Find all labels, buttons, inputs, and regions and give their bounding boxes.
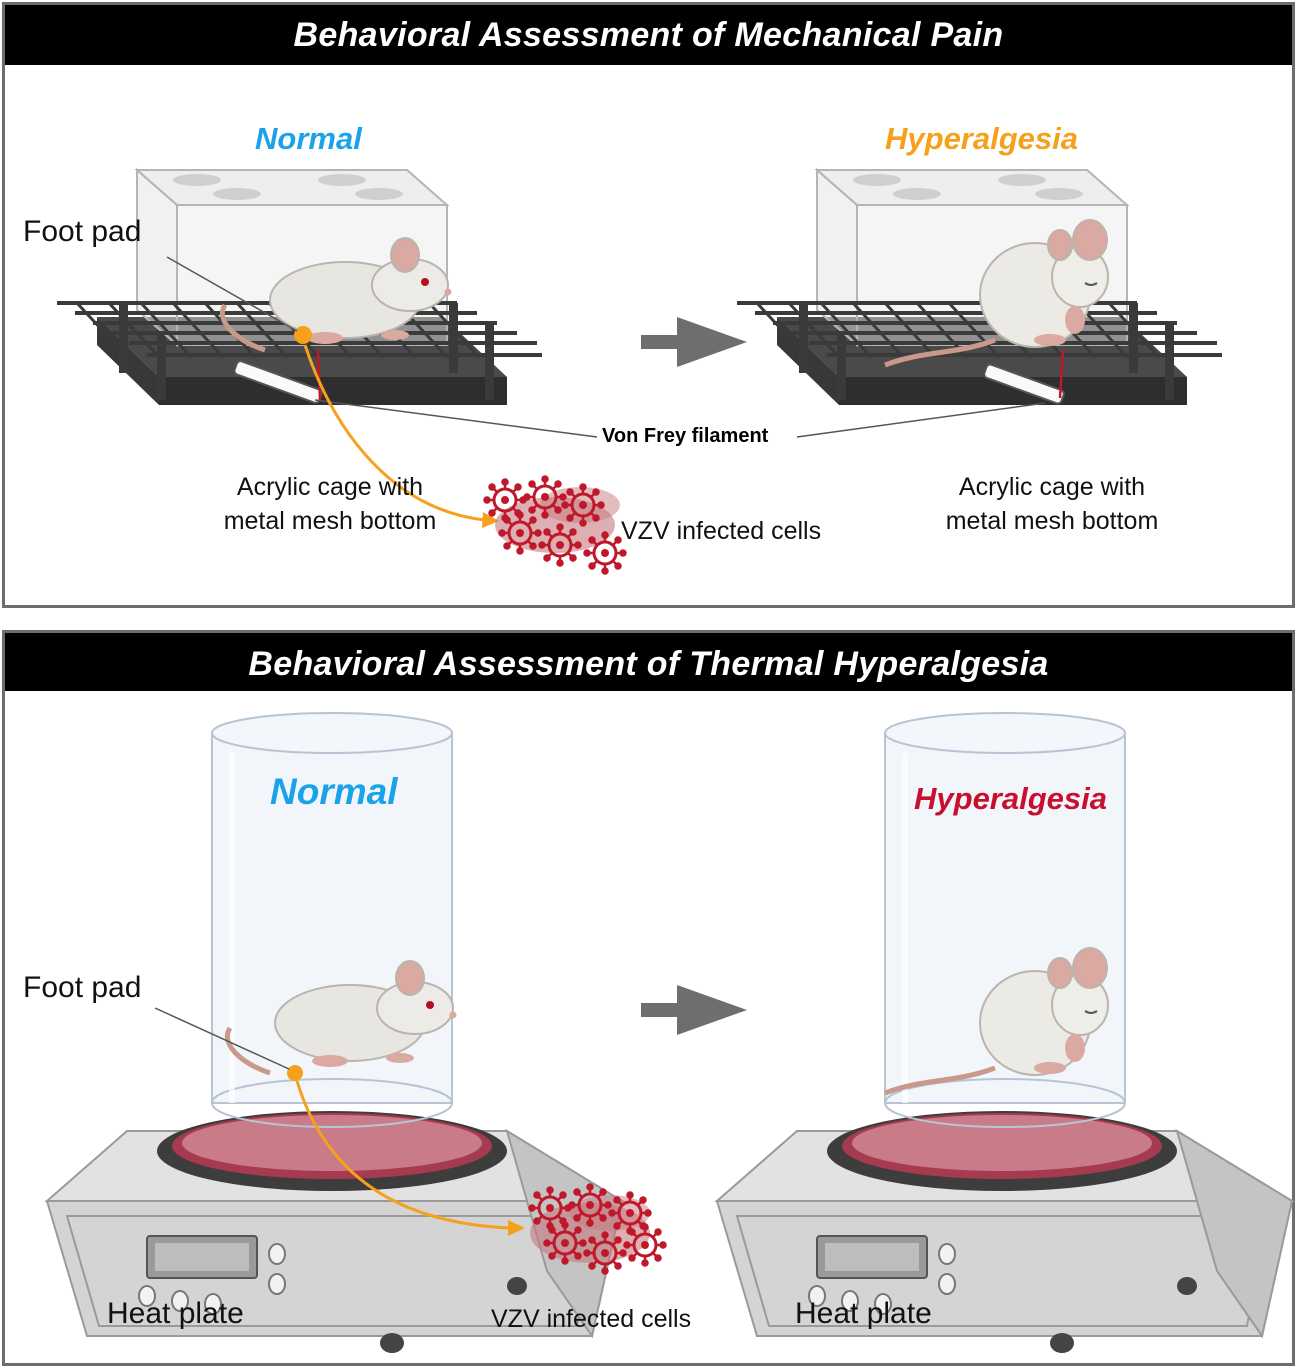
injection-arrowhead-icon — [482, 512, 499, 528]
von-frey-filament-label: Von Frey filament — [602, 425, 769, 447]
thermal-infected-cells-cluster — [528, 1183, 667, 1275]
mechanical-foot-pad-label: Foot pad — [23, 215, 142, 248]
von-frey-filament-left — [233, 349, 323, 404]
thermal-panel: Behavioral Assessment of Thermal Hyperal… — [2, 630, 1295, 1366]
hyperalgesia-heat-plate-label: Heat plate — [795, 1297, 932, 1330]
thermal-title: Behavioral Assessment of Thermal Hyperal… — [5, 633, 1292, 691]
mechanical-infected-cells-label: VZV infected cells — [621, 517, 822, 545]
thermal-infected-cells-label: VZV infected cells — [491, 1305, 692, 1333]
infected-cells-cluster — [483, 475, 627, 575]
normal-cage-label-line1: Acrylic cage with — [236, 473, 424, 501]
normal-cage-label: Acrylic cage with metal mesh bottom — [205, 470, 455, 538]
hyperalgesia-cage-setup — [735, 168, 1224, 407]
filament-pointer-left — [314, 399, 598, 438]
mechanical-normal-label: Normal — [255, 121, 362, 156]
normal-heat-plate-label: Heat plate — [107, 1297, 244, 1330]
hyperalgesia-cage-label: Acrylic cage with metal mesh bottom — [927, 470, 1177, 538]
mechanical-title: Behavioral Assessment of Mechanical Pain — [5, 5, 1292, 65]
hyperalgesia-cage-label-line2: metal mesh bottom — [945, 507, 1159, 535]
thermal-foot-pad-marker — [287, 1065, 303, 1081]
thermal-hyperalgesia-label: Hyperalgesia — [914, 781, 1107, 816]
thermal-injection-arrow — [295, 1080, 511, 1230]
hyperalgesia-cage-label-line1: Acrylic cage with — [958, 473, 1146, 501]
transition-arrow-icon — [641, 317, 747, 367]
thermal-transition-arrow-icon — [641, 985, 747, 1035]
normal-cage-label-line2: metal mesh bottom — [223, 507, 437, 535]
thermal-normal-label: Normal — [270, 771, 398, 812]
thermal-illustration — [46, 633, 1293, 1354]
mechanical-hyperalgesia-label: Hyperalgesia — [885, 121, 1078, 156]
thermal-injection-arrowhead-icon — [508, 1220, 525, 1236]
thermal-foot-pad-label: Foot pad — [23, 971, 142, 1004]
foot-pad-marker — [294, 326, 312, 344]
filament-pointer-right — [796, 402, 1046, 438]
foot-pad-pointer — [166, 256, 298, 332]
mechanical-panel: Behavioral Assessment of Mechanical Pain — [2, 2, 1295, 608]
injection-arrow — [303, 344, 486, 522]
mechanical-illustration — [55, 168, 1224, 575]
thermal-foot-pad-pointer — [154, 1007, 290, 1070]
von-frey-filament-right — [983, 349, 1065, 405]
